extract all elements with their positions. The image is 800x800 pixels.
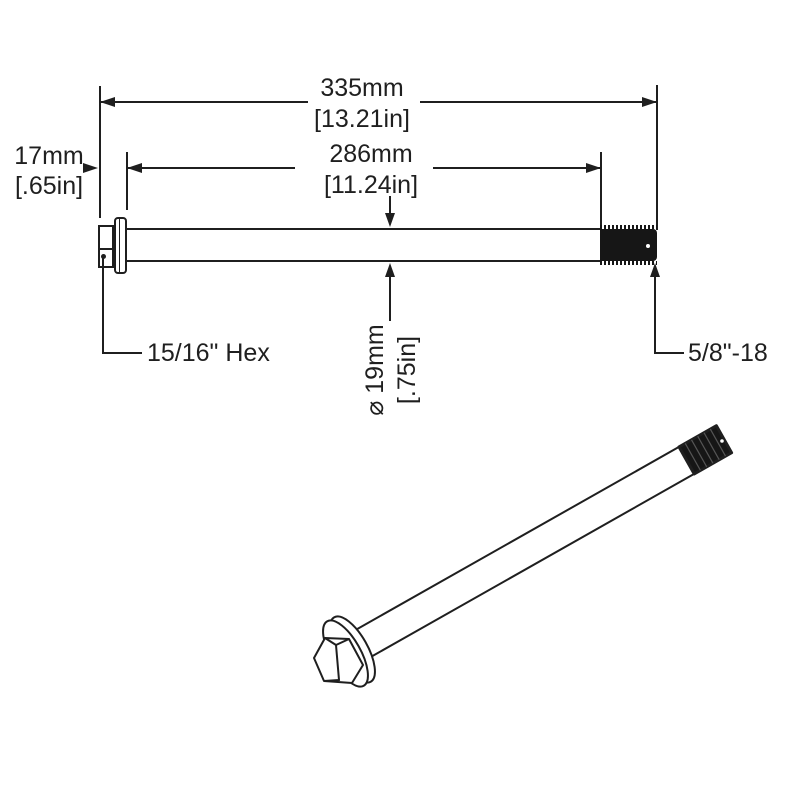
dim-shank-in-label: [11.24in] xyxy=(323,171,419,199)
shaft-bottom-outline xyxy=(127,260,601,262)
thread-hole-dot xyxy=(646,244,650,248)
dim-shank-line-left-segment xyxy=(127,167,295,169)
thread-serration-top xyxy=(600,225,657,229)
arrowhead-up-icon xyxy=(650,263,660,277)
bolt-3d-hex-facet-edge-left xyxy=(323,637,341,682)
dim-overall-extension-line-left xyxy=(99,86,101,218)
thread-callout-leader-vertical xyxy=(654,275,656,354)
dim-head-mm-label: 17mm xyxy=(14,142,84,170)
dim-diameter-leader-bottom xyxy=(389,275,391,321)
arrowhead-right-icon xyxy=(586,163,601,173)
arrowhead-right-icon xyxy=(642,97,657,107)
arrowhead-left-icon xyxy=(100,97,115,107)
hex-facet-line xyxy=(98,248,114,250)
dim-head-in-label: [.65in] xyxy=(14,172,84,200)
dim-shank-mm-label: 286mm xyxy=(329,140,413,168)
dim-shank-line-right-segment xyxy=(433,167,601,169)
arrowhead-right-icon xyxy=(83,163,98,173)
hex-callout-leader-vertical xyxy=(102,256,104,354)
arrowhead-down-icon xyxy=(385,213,395,227)
shaft-top-outline xyxy=(127,228,601,230)
dim-overall-in-label: [13.21in] xyxy=(314,105,410,133)
hex-callout-leader-horizontal xyxy=(102,352,142,354)
dim-overall-line-right-segment xyxy=(420,101,657,103)
dim-shank-extension-line-left xyxy=(126,152,128,210)
bolt-3d-shaft xyxy=(340,445,696,667)
dim-diameter-leader-top xyxy=(389,196,391,216)
dim-overall-line-left-segment xyxy=(100,101,308,103)
bolt-hex-head-side-view xyxy=(98,225,114,268)
bolt-3d-thread-dot xyxy=(720,439,724,443)
dim-shank-extension-line-right xyxy=(600,152,602,226)
bolt-flange-side-view xyxy=(114,217,127,274)
thread-spec-label: 5/8"-18 xyxy=(688,339,768,367)
bolt-3d-hex-facet-edge-top xyxy=(335,638,350,646)
dim-overall-mm-label: 335mm xyxy=(320,74,404,102)
flange-face-line xyxy=(119,219,120,272)
arrowhead-up-icon xyxy=(385,263,395,277)
bolt-3d-thread-texture xyxy=(684,428,727,471)
thread-serration-bottom xyxy=(600,261,657,265)
hex-size-label: 15/16" Hex xyxy=(147,339,270,367)
arrowhead-left-icon xyxy=(127,163,142,173)
dim-overall-extension-line-right xyxy=(656,85,658,230)
bolt-3d-view xyxy=(313,424,734,688)
thread-callout-leader-horizontal xyxy=(654,352,684,354)
